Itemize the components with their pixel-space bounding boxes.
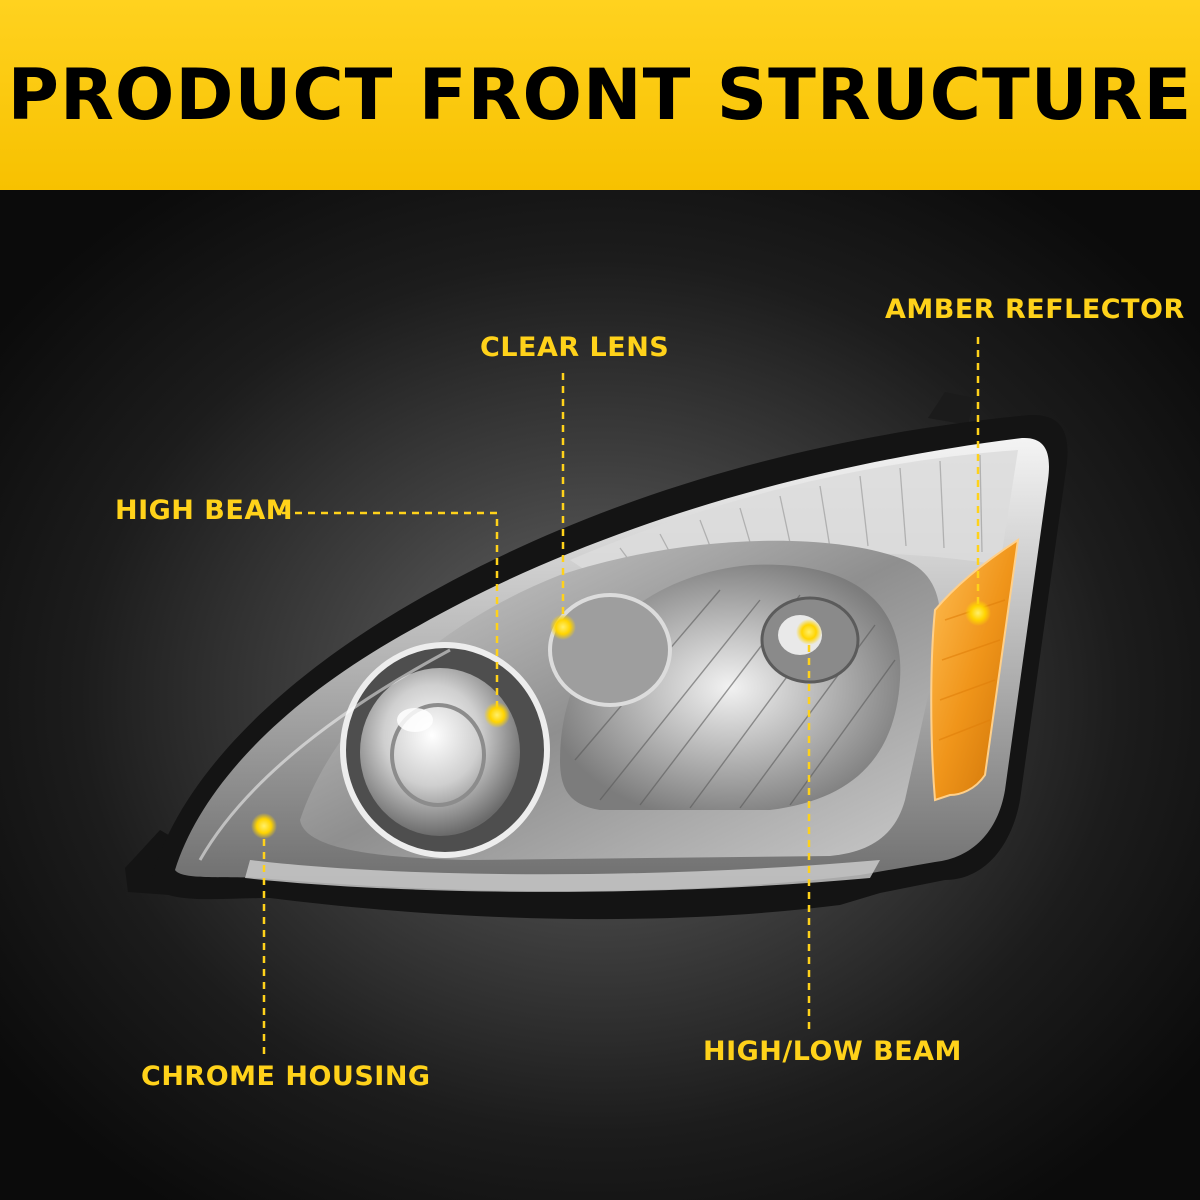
projector-inner-ring [390,703,486,807]
page-title: PRODUCT FRONT STRUCTURE [7,54,1193,136]
label-amber-reflector: AMBER REFLECTOR [885,294,1185,325]
projector-lens [360,668,520,836]
chrome-highlight [198,648,451,861]
label-high-beam: HIGH BEAM [115,495,294,526]
projector-highlight [397,708,433,732]
lower-lens-strip [245,860,880,892]
projector-housing [548,593,672,707]
leader-high-beam [282,511,499,712]
marker-dot-high-beam [484,702,510,728]
marker-dot-chrome-housing [251,813,277,839]
marker-dot-clear-lens [550,614,576,640]
callout-leader-lines [262,337,980,1058]
mount-tab-right [928,392,974,425]
marker-dot-amber-reflector [965,600,991,626]
marker-dot-high-low-beam [796,619,822,645]
label-chrome-housing: CHROME HOUSING [141,1061,431,1092]
callout-markers [251,600,991,839]
label-clear-lens: CLEAR LENS [480,332,670,363]
title-banner: PRODUCT FRONT STRUCTURE [0,0,1200,190]
label-high-low-beam: HIGH/LOW BEAM [703,1036,962,1067]
